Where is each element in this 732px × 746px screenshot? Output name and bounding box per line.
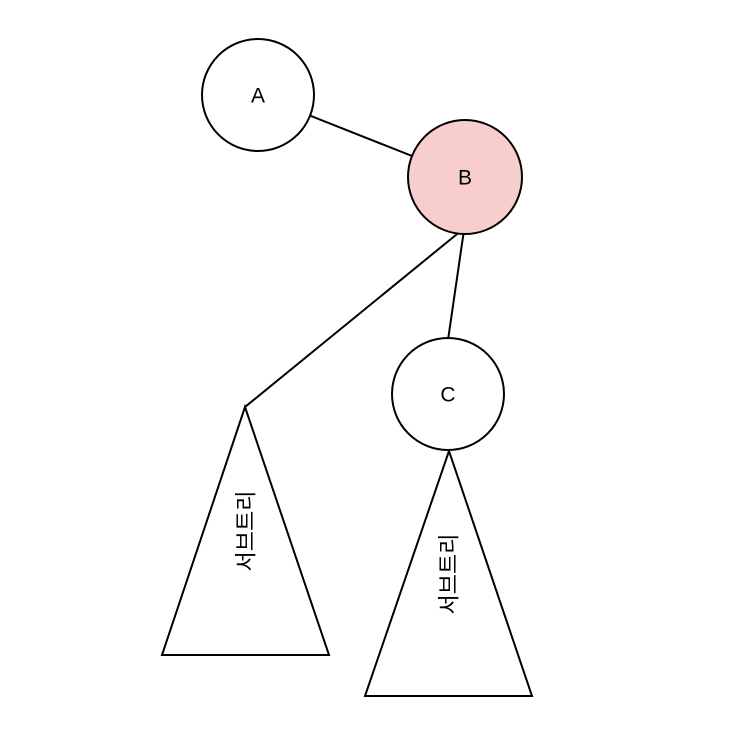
node-a-circle bbox=[201, 38, 315, 152]
node-c-circle bbox=[391, 337, 505, 451]
node-a-label: A bbox=[251, 85, 265, 108]
node-c-label: C bbox=[440, 384, 455, 407]
node-b-label: B bbox=[458, 167, 472, 190]
edge-b-left-subtree bbox=[244, 229, 463, 408]
node-b-circle bbox=[407, 119, 523, 235]
right-subtree-label: 서브트리 bbox=[437, 534, 462, 615]
right-subtree-triangle bbox=[363, 447, 534, 697]
left-subtree-triangle bbox=[160, 403, 331, 656]
left-subtree-label: 서브트리 bbox=[234, 491, 259, 572]
edge-b-c bbox=[447, 229, 465, 341]
